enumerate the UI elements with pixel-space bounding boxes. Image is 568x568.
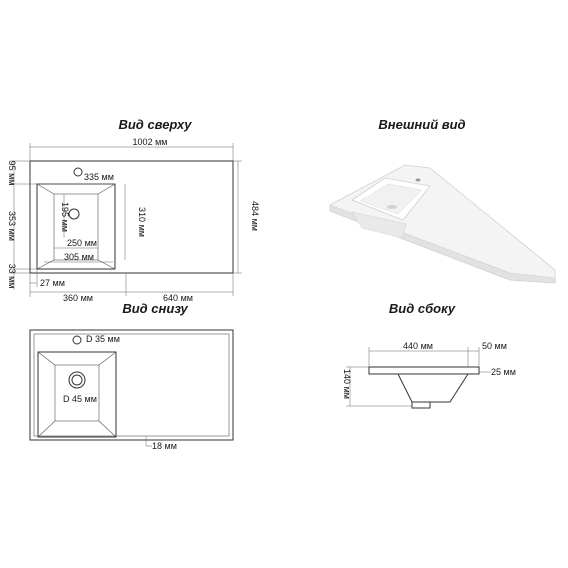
thickness-label: 18 мм [152,441,177,451]
bottom-view: Вид снизу D 35 мм D 45 мм 18 мм [29,301,234,451]
countertop-profile [368,366,480,375]
bowl-length-label: 440 мм [403,341,433,351]
bowl-depth-label: 353 мм [7,211,17,241]
top-view-title: Вид сверху [118,117,192,132]
exterior-view-title: Внешний вид [378,117,465,132]
exterior-view: Внешний вид [329,117,556,284]
drain-icon [387,205,397,209]
bottom-outline [29,329,234,441]
bowl-bottom [54,364,100,422]
tap-hole-label: D 35 мм [86,334,120,344]
depth-total-label: 484 мм [250,201,260,231]
bowl-bottom-width-label: 250 мм [67,238,97,248]
front-edge-label: 33 мм [7,264,17,289]
bowl-profile [397,373,469,403]
lip-label: 25 мм [491,367,516,377]
bowl-outer [37,351,117,438]
right-section-label: 640 мм [163,293,193,303]
height-label: 140 мм [342,369,352,399]
side-view-title: Вид сбоку [389,301,456,316]
bowl-inner-width-label: 305 мм [64,252,94,262]
drain-icon [68,371,86,389]
tap-hole-icon [415,178,421,182]
left-edge-label: 27 мм [40,278,65,288]
top-view: Вид сверху 1002 мм 335 мм 195 мм 310 мм … [7,117,260,303]
tap-hole-icon [73,167,83,177]
side-view: Вид сбоку 440 мм 50 мм 25 мм 140 мм [342,301,516,409]
bowl-bottom [53,193,99,261]
hole-dia-label: 335 мм [84,172,114,182]
drain-outlet [411,401,431,409]
width-total-label: 1002 мм [133,137,168,147]
drain-icon [68,208,80,220]
tap-hole-icon [72,335,82,345]
top-outline [29,160,234,274]
left-section-label: 360 мм [63,293,93,303]
back-edge-label: 95 мм [7,161,17,186]
rear-edge-label: 50 мм [482,341,507,351]
bowl-bottom-depth-label: 195 мм [60,202,70,232]
bowl-inner-depth-label: 310 мм [137,207,147,237]
bottom-view-title: Вид снизу [122,301,188,316]
drain-label: D 45 мм [63,394,97,404]
